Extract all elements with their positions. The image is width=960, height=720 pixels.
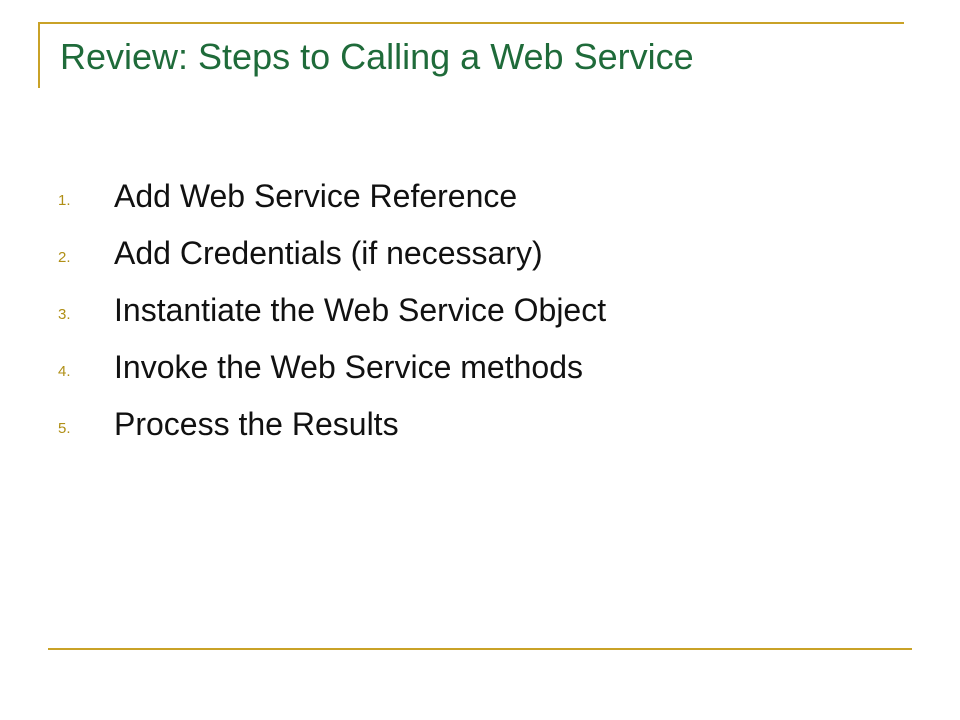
bottom-accent-line xyxy=(48,648,912,650)
step-number: 1. xyxy=(58,192,71,209)
step-number: 4. xyxy=(58,363,71,380)
step-number: 5. xyxy=(58,420,71,437)
step-text: Instantiate the Web Service Object xyxy=(114,292,607,328)
slide-title: Review: Steps to Calling a Web Service xyxy=(60,36,694,77)
step-text: Add Web Service Reference xyxy=(114,178,518,214)
step-text: Add Credentials (if necessary) xyxy=(114,235,543,271)
top-accent-line xyxy=(38,22,904,24)
step-number: 3. xyxy=(58,306,71,323)
left-accent-line xyxy=(38,22,40,88)
step-text: Process the Results xyxy=(114,406,399,442)
step-text: Invoke the Web Service methods xyxy=(114,349,583,385)
step-number: 2. xyxy=(58,249,71,266)
